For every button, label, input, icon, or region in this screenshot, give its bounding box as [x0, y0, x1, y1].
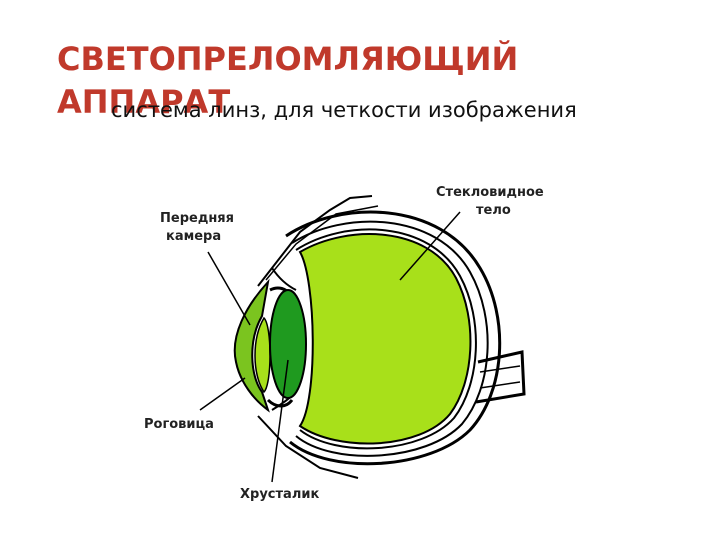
lower-eyelid-lines [257, 415, 359, 479]
leader-lens [271, 359, 289, 483]
anterior-chamber [254, 316, 271, 394]
optic-nerve-inner [479, 365, 521, 389]
ciliary-top [271, 267, 297, 291]
label-lens: Хрусталик [240, 487, 319, 502]
slide-title: СВЕТОПРЕЛОМЛЯЮЩИЙ АППАРАТ [57, 40, 519, 121]
leader-cornea [199, 377, 246, 411]
leader-anterior-chamber [207, 251, 251, 326]
slide-subtitle: система линз, для четкости изображения [111, 98, 577, 122]
upper-eyelid-lines-2 [265, 205, 379, 281]
label-anterior-chamber-1: Передняя [160, 211, 234, 226]
cornea [233, 278, 270, 413]
optic-nerve [475, 350, 526, 404]
label-anterior-chamber-2: камера [166, 229, 221, 244]
label-vitreous-body-1: Стекловидное [436, 185, 544, 200]
choroid-layer [295, 228, 477, 450]
sclera-middle [291, 220, 489, 457]
upper-eyelid-lines [257, 195, 373, 287]
iris-bottom [266, 398, 294, 408]
leader-vitreous-body [399, 211, 461, 281]
vitreous-body [298, 233, 472, 445]
lens [269, 289, 307, 399]
label-vitreous-body-2: тело [476, 203, 511, 218]
label-cornea: Роговица [144, 417, 214, 432]
sclera-outer [285, 210, 502, 466]
